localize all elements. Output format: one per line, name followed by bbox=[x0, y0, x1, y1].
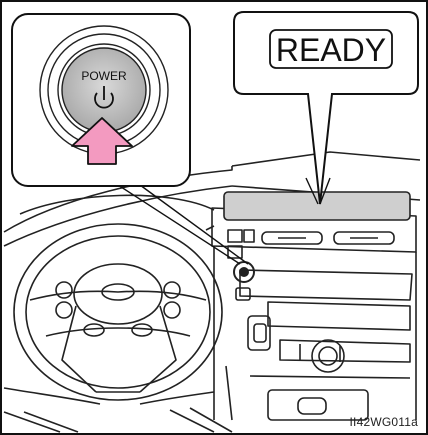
center-display-screen bbox=[224, 192, 410, 220]
ready-indicator-text: READY bbox=[276, 32, 386, 68]
figure-code: II42WG011a bbox=[350, 415, 418, 429]
power-button-label: POWER bbox=[81, 69, 127, 83]
